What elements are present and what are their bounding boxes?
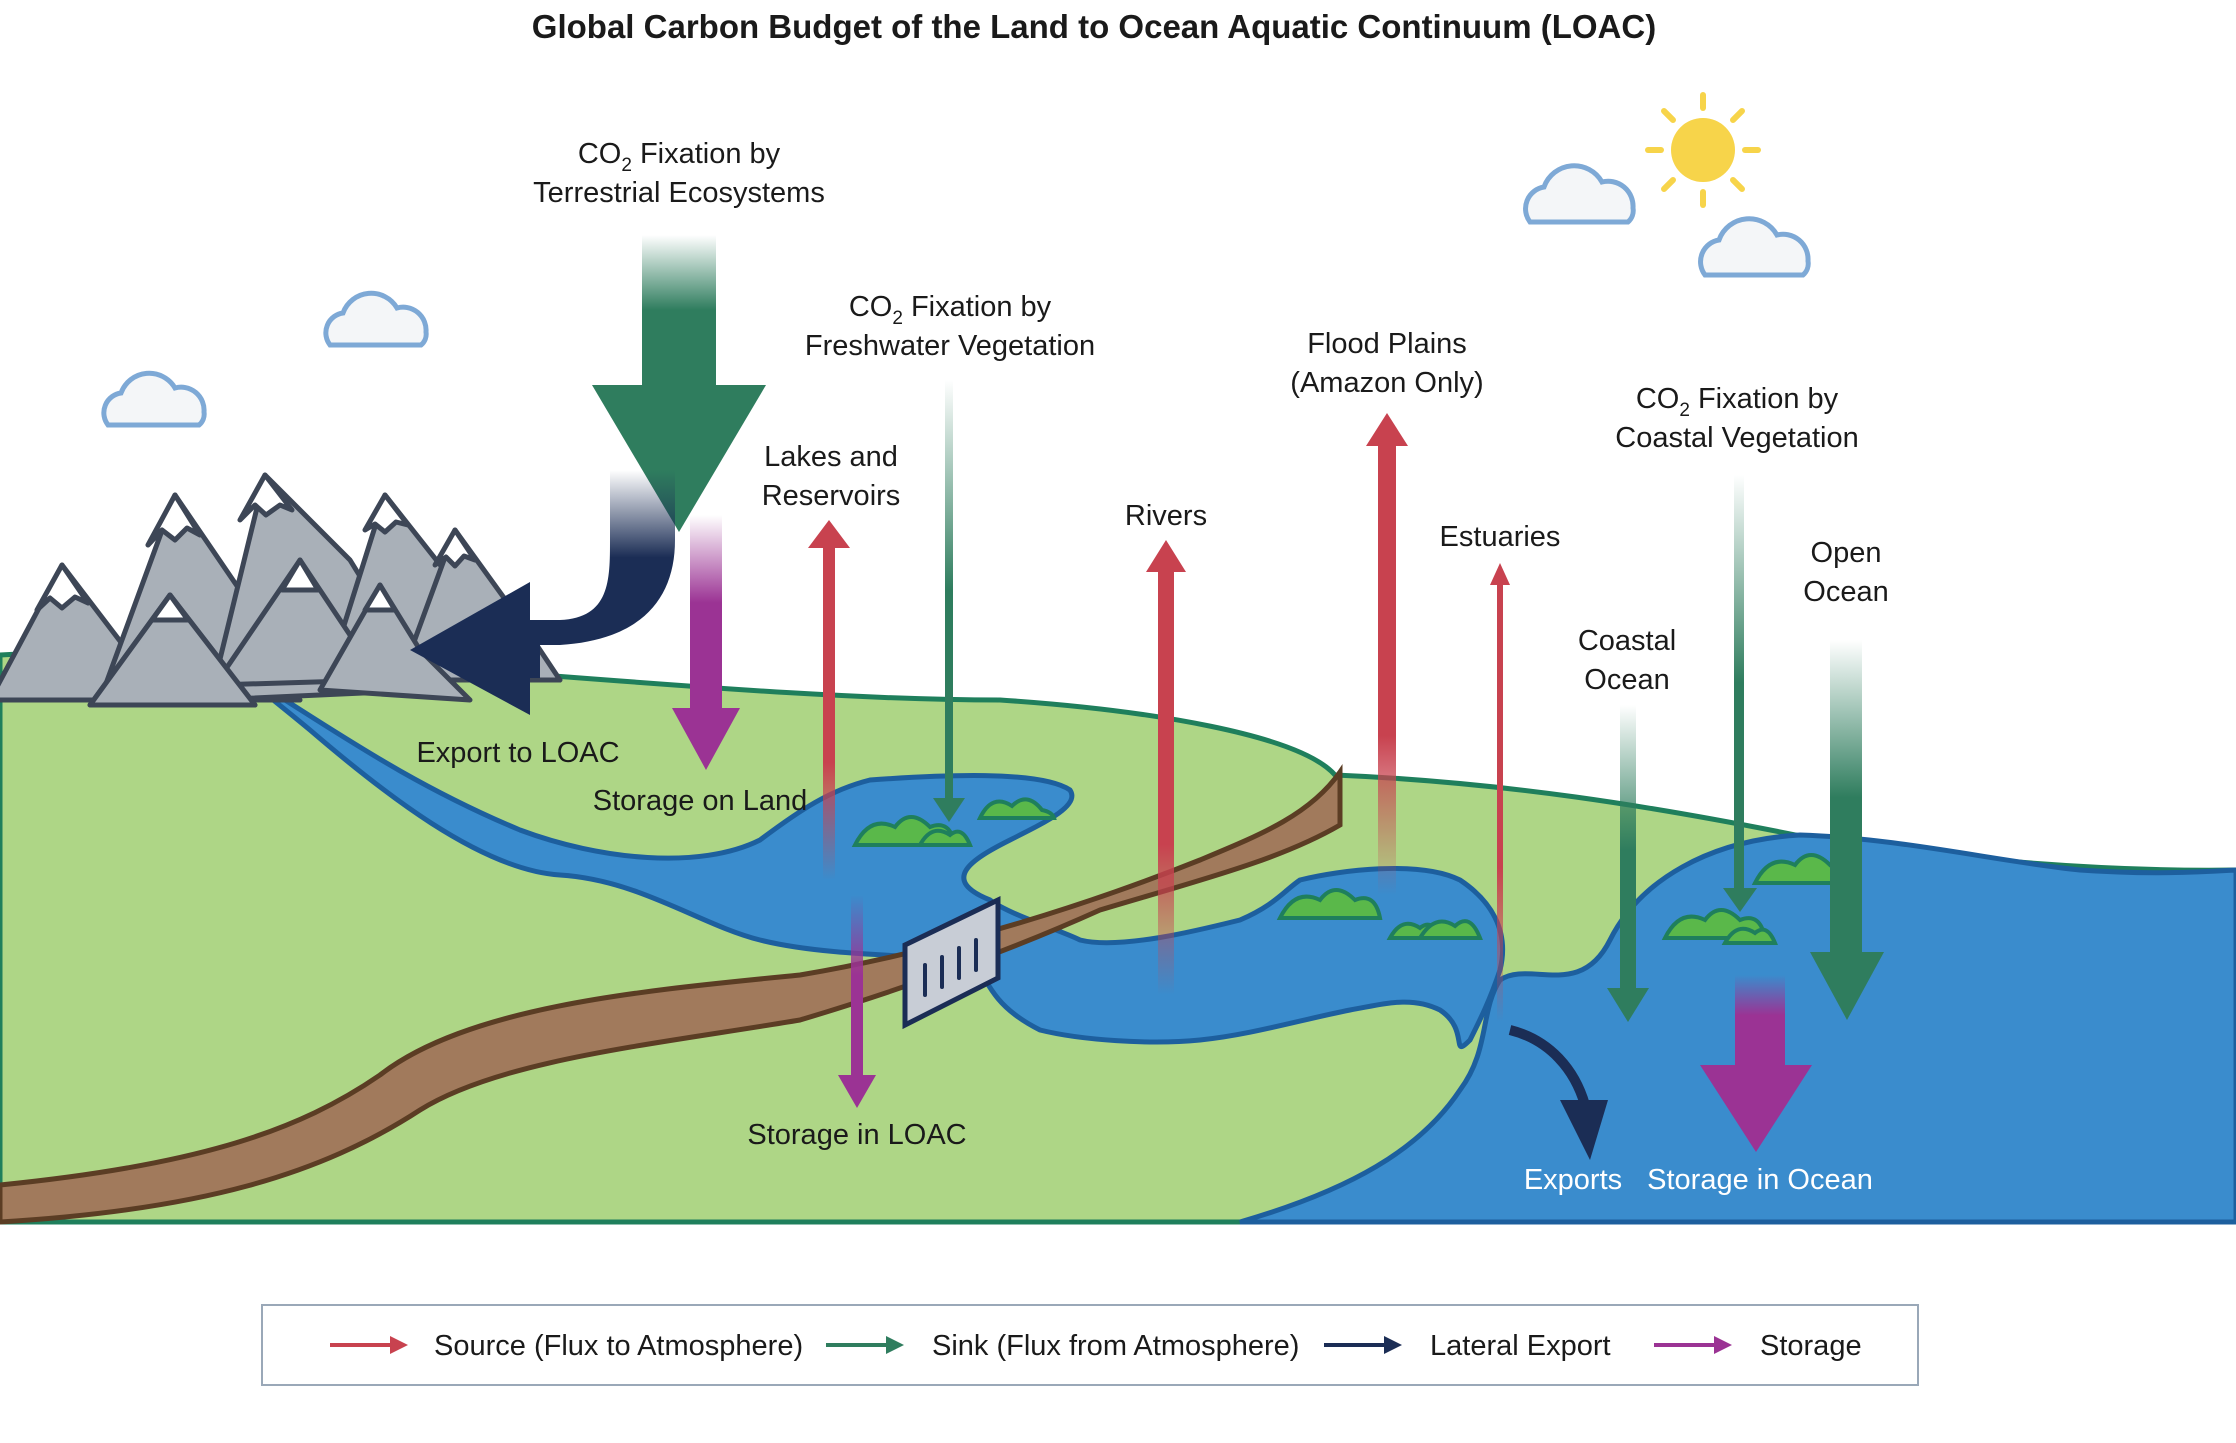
label-lakes-line2: Reservoirs bbox=[762, 480, 901, 512]
label-export-loac: Export to LOAC bbox=[416, 737, 619, 769]
label-storage-land: Storage on Land bbox=[593, 785, 807, 817]
label-storage-ocean: Storage in Ocean bbox=[1647, 1164, 1873, 1196]
legend-item-sink: Sink (Flux from Atmosphere) bbox=[826, 1330, 1299, 1362]
storage-ocean-arrow bbox=[1735, 975, 1785, 1065]
label-coastal-ocean: Coastal bbox=[1578, 625, 1676, 657]
freshwater-sink-arrow bbox=[945, 380, 953, 800]
label-freshwater-line2: Freshwater Vegetation bbox=[805, 330, 1095, 362]
legend: Source (Flux to Atmosphere) Sink (Flux f… bbox=[261, 1304, 1919, 1386]
export-loac-arrow bbox=[520, 470, 675, 645]
sky bbox=[101, 92, 1811, 428]
label-flood: Flood Plains bbox=[1307, 328, 1467, 360]
road bbox=[0, 764, 1343, 1225]
terrestrial-sink-arrow bbox=[642, 235, 716, 385]
label-open-ocean: Open bbox=[1811, 537, 1882, 569]
label-exports: Exports bbox=[1524, 1164, 1622, 1196]
coastal-veg-sink-arrow bbox=[1734, 475, 1744, 890]
coastal-ocean-sink-arrow bbox=[1620, 705, 1636, 995]
legend-label: Storage bbox=[1760, 1330, 1862, 1362]
floodplain-source-arrow bbox=[1378, 440, 1396, 895]
label-lakes: Lakes and bbox=[764, 441, 898, 473]
legend-label: Sink (Flux from Atmosphere) bbox=[932, 1330, 1299, 1362]
dam bbox=[902, 896, 1001, 1030]
label-freshwater: CO2 Fixation by bbox=[849, 291, 1052, 329]
label-coastal-veg-line2: Coastal Vegetation bbox=[1615, 422, 1858, 454]
vegetation bbox=[851, 797, 1858, 945]
clouds bbox=[101, 163, 1811, 428]
cloud-icon bbox=[101, 370, 207, 428]
exports-arrow bbox=[1508, 1025, 1590, 1107]
label-flood-line2: (Amazon Only) bbox=[1290, 367, 1483, 399]
legend-label: Lateral Export bbox=[1430, 1330, 1611, 1362]
storage-land-arrow bbox=[690, 515, 722, 710]
estuary-source-arrow bbox=[1497, 582, 1503, 1022]
cloud-icon bbox=[1698, 216, 1811, 278]
label-open-ocean-line2: Ocean bbox=[1803, 576, 1888, 608]
legend-label: Source (Flux to Atmosphere) bbox=[434, 1330, 803, 1362]
river bbox=[238, 669, 1506, 1049]
label-estuaries: Estuaries bbox=[1440, 521, 1561, 553]
label-terrestrial: CO2 Fixation by bbox=[578, 138, 781, 176]
cloud-icon bbox=[1523, 163, 1636, 225]
label-rivers: Rivers bbox=[1125, 500, 1207, 532]
labels: CO2 Fixation by Terrestrial Ecosystems C… bbox=[416, 138, 1888, 1196]
lakes-source-arrow bbox=[823, 545, 835, 880]
legend-box bbox=[261, 1304, 1919, 1386]
diagram-title: Global Carbon Budget of the Land to Ocea… bbox=[532, 8, 1656, 45]
open-ocean-sink-arrow bbox=[1830, 640, 1862, 955]
label-coastal-ocean-line2: Ocean bbox=[1584, 664, 1669, 696]
label-terrestrial-line2: Terrestrial Ecosystems bbox=[533, 177, 825, 209]
label-coastal-veg: CO2 Fixation by bbox=[1636, 383, 1839, 421]
cloud-icon bbox=[323, 290, 429, 348]
label-storage-loac: Storage in LOAC bbox=[747, 1119, 966, 1151]
legend-item-source: Source (Flux to Atmosphere) bbox=[330, 1330, 803, 1362]
sun-icon bbox=[1645, 92, 1761, 208]
flux-arrows bbox=[410, 235, 1884, 1160]
rivers-source-arrow bbox=[1158, 565, 1174, 995]
storage-loac-arrow bbox=[851, 895, 863, 1075]
legend-item-lateral-export: Lateral Export bbox=[1324, 1330, 1611, 1362]
snowcaps bbox=[34, 472, 478, 623]
legend-item-storage: Storage bbox=[1654, 1330, 1862, 1362]
landscape bbox=[0, 472, 2236, 1225]
